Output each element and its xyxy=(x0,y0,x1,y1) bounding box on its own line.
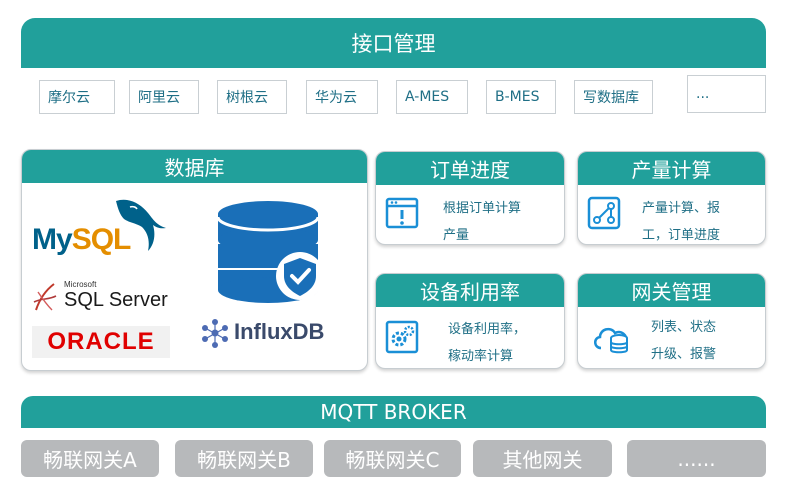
interface-item-shugen-cloud[interactable]: 树根云 xyxy=(217,80,287,114)
mysql-dolphin-icon xyxy=(116,199,166,251)
database-title: 数据库 xyxy=(22,150,367,183)
sql-server-icon xyxy=(33,283,57,311)
database-card: 数据库 MySQL Microsoft SQL Server ORACLE xyxy=(21,149,368,371)
interface-management-title: 接口管理 xyxy=(21,18,766,68)
sql-server-logo: Microsoft SQL Server xyxy=(32,280,182,316)
gateway-management-title: 网关管理 xyxy=(578,274,765,307)
equipment-utilization-desc-line2: 稼动率计算 xyxy=(448,349,514,364)
oracle-wordmark: ORACLE xyxy=(47,328,155,355)
gateway-management-desc-line2: 升级、报警 xyxy=(651,347,717,362)
gateway-management-card: 网关管理 列表、状态 升级、报警 xyxy=(577,273,766,369)
influxdb-logo: InfluxDB xyxy=(198,316,358,350)
gateway-a[interactable]: 畅联网关A xyxy=(21,440,159,477)
mysql-logo: MySQL xyxy=(32,195,182,270)
gateway-other[interactable]: 其他网关 xyxy=(473,440,612,477)
database-shield-icon xyxy=(216,201,324,303)
cloud-database-icon xyxy=(594,327,628,354)
interface-item-huawei-cloud[interactable]: 华为云 xyxy=(306,80,378,114)
interface-item-moer-cloud[interactable]: 摩尔云 xyxy=(39,80,115,114)
production-calc-desc-line1: 产量计算、报 xyxy=(642,201,721,216)
equipment-utilization-title: 设备利用率 xyxy=(376,274,564,307)
oracle-logo: ORACLE xyxy=(32,326,170,358)
sql-server-wordmark: SQL Server xyxy=(64,289,168,311)
microsoft-small-label: Microsoft xyxy=(64,280,97,289)
order-progress-title: 订单进度 xyxy=(376,152,564,185)
order-progress-desc-line2: 产量 xyxy=(443,228,470,243)
equipment-utilization-card: 设备利用率 设备利用率， 稼动率计算 xyxy=(375,273,565,369)
interface-item-write-db[interactable]: 写数据库 xyxy=(574,80,653,114)
gateway-management-desc-line1: 列表、状态 xyxy=(651,320,717,335)
production-calc-title: 产量计算 xyxy=(578,152,765,185)
influxdb-wordmark: InfluxDB xyxy=(234,319,325,344)
production-calc-desc-line2: 工，订单进度 xyxy=(642,228,721,243)
order-progress-desc-line1: 根据订单计算 xyxy=(443,201,522,216)
flow-chart-icon xyxy=(587,196,621,230)
mqtt-broker-bar: MQTT BROKER xyxy=(21,396,766,428)
gateway-more[interactable]: ...... xyxy=(627,440,766,477)
mysql-wordmark: MySQL xyxy=(32,223,131,256)
gateway-c[interactable]: 畅联网关C xyxy=(324,440,461,477)
order-progress-card: 订单进度 根据订单计算 产量 xyxy=(375,151,565,245)
interface-management-section: 接口管理 摩尔云 阿里云 树根云 华为云 A-MES B-MES 写数据库 ..… xyxy=(21,18,766,121)
interface-item-more[interactable]: ... xyxy=(687,75,766,113)
gateway-b[interactable]: 畅联网关B xyxy=(175,440,313,477)
alert-window-icon xyxy=(385,197,419,229)
interface-item-aliyun[interactable]: 阿里云 xyxy=(129,80,199,114)
production-calc-card: 产量计算 产量计算、报 工，订单进度 xyxy=(577,151,766,245)
equipment-utilization-desc-line1: 设备利用率， xyxy=(448,322,527,337)
influxdb-network-icon xyxy=(202,319,228,348)
interface-item-b-mes[interactable]: B-MES xyxy=(486,80,556,114)
gear-settings-icon xyxy=(385,320,419,354)
interface-item-a-mes[interactable]: A-MES xyxy=(396,80,468,114)
